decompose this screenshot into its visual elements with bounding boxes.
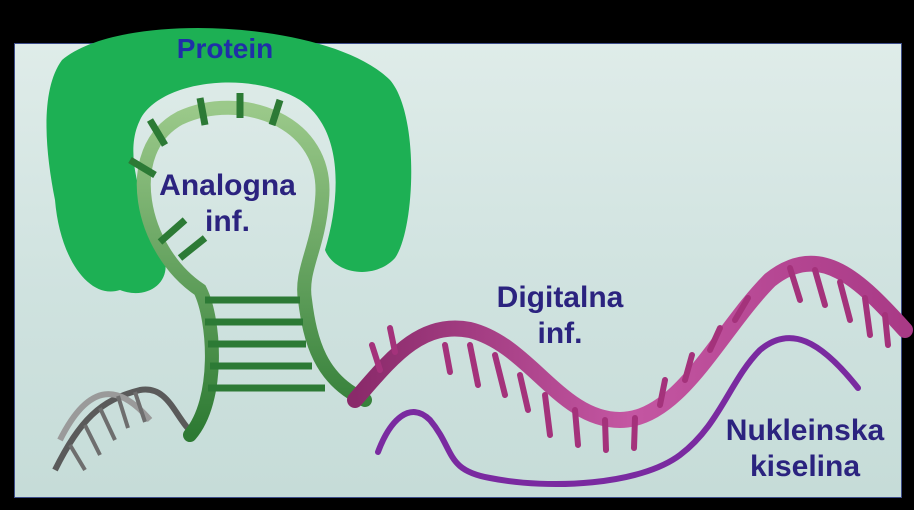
protein-blob [46, 28, 411, 293]
dna-helix-gray [55, 390, 195, 470]
digital-info-line2: inf. [475, 316, 645, 352]
nucleic-acid-label: Nukleinska kiselina [700, 413, 910, 485]
nucleic-acid-line1: Nukleinska [700, 413, 910, 449]
digital-info-line1: Digitalna [475, 280, 645, 316]
analog-info-line1: Analogna [135, 168, 320, 204]
analog-info-label: Analogna inf. [135, 168, 320, 240]
rna-hairpin [130, 93, 365, 435]
protein-label: Protein [150, 32, 300, 66]
nucleic-acid-line2: kiselina [700, 449, 910, 485]
digital-info-label: Digitalna inf. [475, 280, 645, 352]
analog-info-line2: inf. [135, 204, 320, 240]
